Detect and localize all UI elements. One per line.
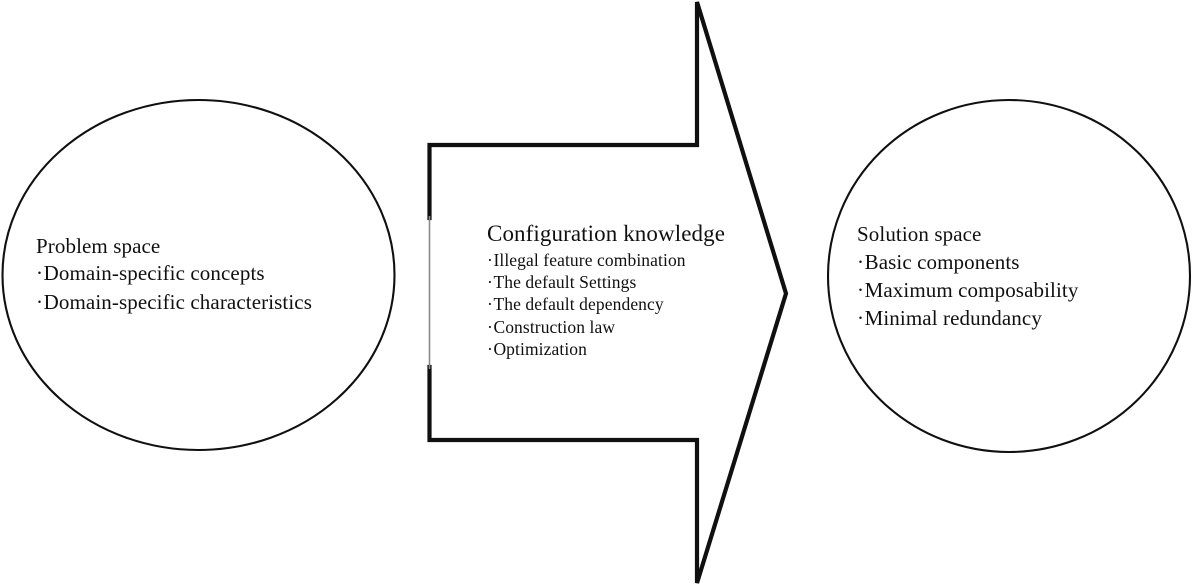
arrow-outline bbox=[427, 1, 789, 584]
configuration-knowledge-item-2: ·The default dependency bbox=[487, 293, 725, 315]
problem-space-text-block: Problem space ·Domain-specific concepts … bbox=[36, 233, 312, 317]
solution-space-item-1-label: Maximum composability bbox=[864, 278, 1079, 302]
configuration-knowledge-item-1: ·The default Settings bbox=[487, 271, 725, 293]
problem-space-item-1: ·Domain-specific characteristics bbox=[36, 288, 312, 317]
configuration-knowledge-arrow bbox=[427, 1, 789, 584]
configuration-knowledge-text-block: Configuration knowledge ·Illegal feature… bbox=[487, 219, 725, 360]
bullet-icon: · bbox=[487, 250, 493, 270]
configuration-knowledge-item-3: ·Construction law bbox=[487, 316, 725, 338]
solution-space-text-block: Solution space ·Basic components ·Maximu… bbox=[857, 220, 1078, 332]
bullet-icon: · bbox=[857, 250, 865, 274]
configuration-knowledge-item-3-label: Construction law bbox=[493, 316, 616, 337]
solution-space-item-0-label: Basic components bbox=[864, 250, 1020, 274]
bullet-icon: · bbox=[36, 290, 44, 314]
configuration-knowledge-item-0: ·Illegal feature combination bbox=[487, 249, 725, 271]
bullet-icon: · bbox=[857, 278, 865, 302]
bullet-icon: · bbox=[487, 338, 493, 359]
configuration-knowledge-heading: Configuration knowledge bbox=[487, 221, 726, 246]
solution-space-ellipse bbox=[826, 98, 1192, 454]
solution-space-item-0: ·Basic components bbox=[857, 248, 1078, 276]
bullet-icon: · bbox=[487, 316, 493, 337]
configuration-knowledge-item-2-label: The default dependency bbox=[493, 294, 664, 315]
bullet-icon: · bbox=[487, 294, 493, 315]
bullet-icon: · bbox=[36, 261, 44, 285]
solution-space-heading: Solution space bbox=[857, 222, 982, 246]
bullet-icon: · bbox=[487, 272, 493, 293]
configuration-knowledge-item-1-label: The default Settings bbox=[493, 272, 637, 293]
problem-space-heading: Problem space bbox=[36, 234, 161, 258]
configuration-knowledge-item-4: ·Optimization bbox=[487, 338, 725, 360]
problem-space-ellipse bbox=[1, 98, 396, 452]
solution-space-item-2-label: Minimal redundancy bbox=[864, 306, 1042, 330]
configuration-knowledge-item-0-label: Illegal feature combination bbox=[493, 250, 686, 270]
problem-space-item-0-label: Domain-specific concepts bbox=[43, 261, 265, 285]
solution-space-item-1: ·Maximum composability bbox=[857, 276, 1078, 304]
solution-space-item-2: ·Minimal redundancy bbox=[857, 304, 1078, 332]
bullet-icon: · bbox=[857, 306, 865, 330]
configuration-knowledge-item-4-label: Optimization bbox=[493, 338, 587, 359]
problem-space-item-1-label: Domain-specific characteristics bbox=[43, 290, 312, 314]
problem-space-item-0: ·Domain-specific concepts bbox=[36, 259, 312, 288]
